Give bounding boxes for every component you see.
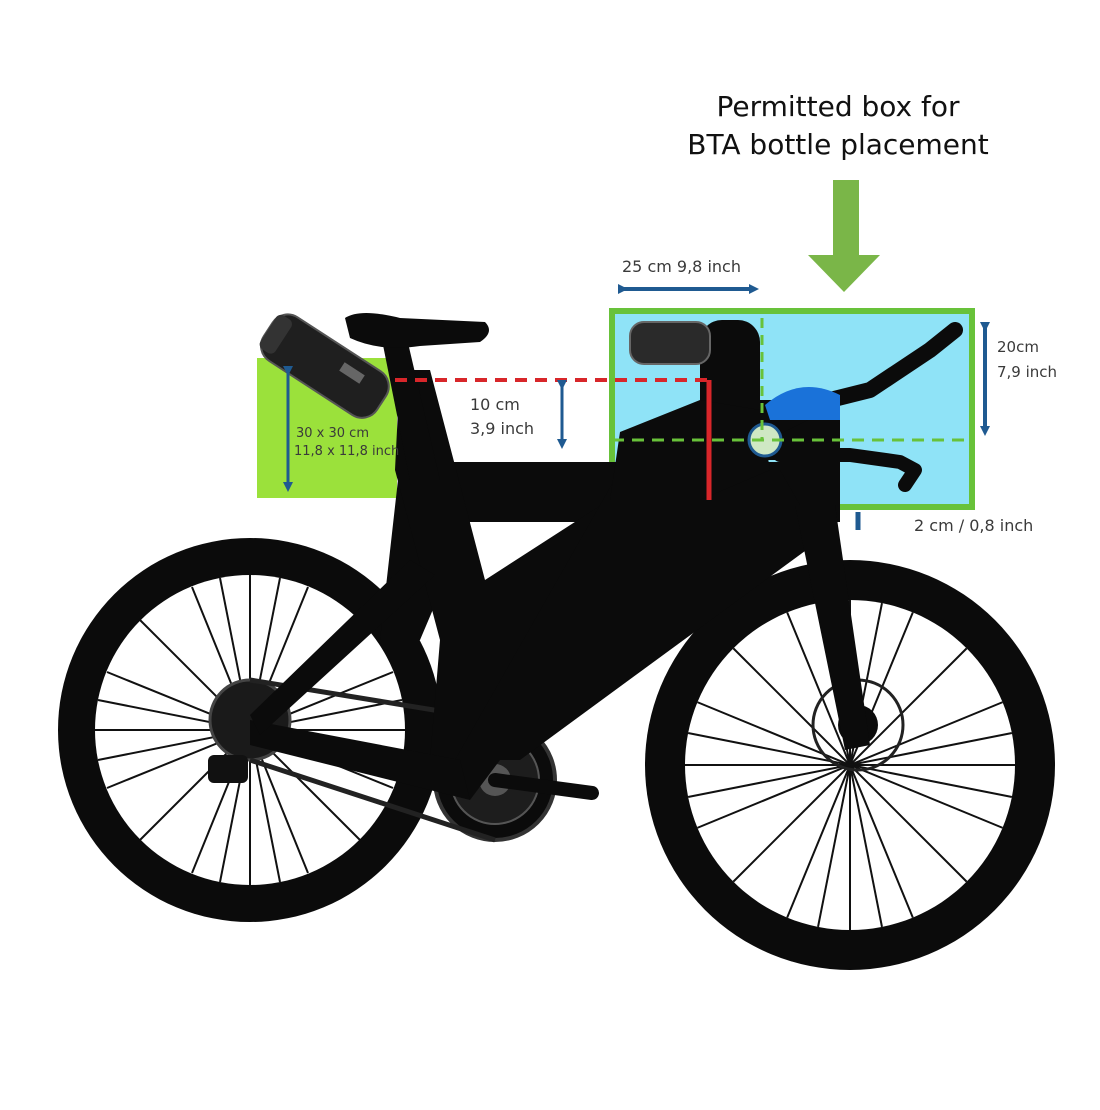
front-bottle [629, 321, 711, 365]
saddle [345, 313, 489, 348]
drop-label-1: 10 cm [470, 395, 520, 414]
height-label-2: 7,9 inch [997, 363, 1057, 381]
width-label: 25 cm 9,8 inch [622, 257, 741, 276]
title-line-1: Permitted box for [716, 90, 960, 123]
diagram-title: Permitted box for BTA bottle placement [600, 88, 1076, 164]
height-label-1: 20cm [997, 338, 1039, 356]
rear-derailleur [208, 755, 248, 783]
clearance-label: 2 cm / 0,8 inch [914, 516, 1033, 535]
title-line-2: BTA bottle placement [687, 128, 989, 161]
rear-bottle [259, 313, 390, 419]
drop-label-2: 3,9 inch [470, 419, 534, 438]
front-wheel [645, 560, 1055, 970]
rear-box-label-2: 11,8 x 11,8 inch [294, 444, 399, 459]
green-down-arrow [808, 180, 880, 292]
bike-frame [250, 320, 870, 800]
chain-lower [249, 757, 496, 843]
computer-mount [765, 387, 840, 420]
rear-box-label-1: 30 x 30 cm [296, 426, 369, 441]
